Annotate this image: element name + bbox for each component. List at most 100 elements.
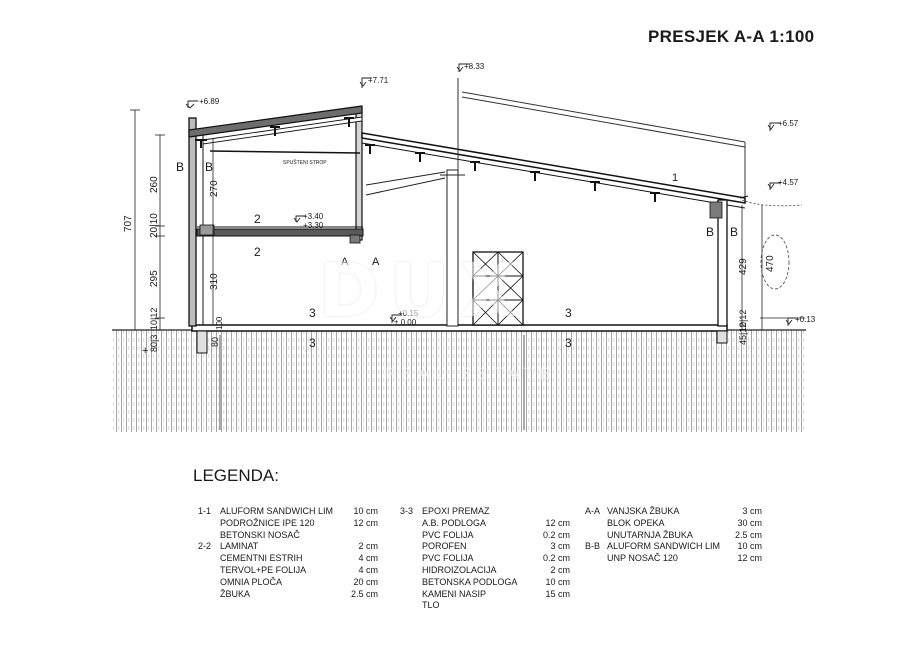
legend-code: 1-1	[198, 506, 212, 516]
legend-code	[400, 600, 422, 612]
legend-material: CEMENTNI ESTRIH	[220, 553, 303, 564]
elevation-labels: +6.89 +7.71 +8.33 +6.57 +4.57 +3.40 +3.3…	[199, 62, 816, 327]
legend-heading: LEGENDA:	[193, 466, 279, 485]
right-wall	[709, 195, 749, 327]
legend-thickness	[530, 506, 570, 518]
legend-code: 3-3	[400, 506, 414, 516]
legend-row: BETONSKI NOSAČ	[198, 530, 378, 542]
legend-group-1: 1-1 ALUFORM SANDWICH LIM 10 cm PODROŽNICE I…	[198, 506, 378, 600]
legend-thickness: 12 cm	[737, 553, 762, 564]
legend-material: EPOXI PREMAZ	[422, 506, 490, 516]
legend-thickness: 20 cm	[353, 576, 378, 587]
dim-270: 270	[209, 180, 220, 197]
watermark-brand: DUX	[318, 248, 527, 334]
legend-code	[400, 577, 422, 589]
legend-thickness: 2 cm	[358, 541, 378, 552]
dimension-labels: 707 260 20|10 295 10|12 80|3 270 310 80 …	[123, 176, 776, 357]
legend-thickness: 3 cm	[550, 541, 570, 552]
legend-material: PODROŽNICE IPE 120	[220, 517, 315, 528]
mark-3-below-left: 3	[309, 336, 316, 350]
mark-3-left: 3	[309, 306, 316, 320]
legend-material: HIDROIZOLACIJA	[422, 564, 497, 575]
legend-material: UNUTARNJA ŽBUKA	[607, 529, 693, 540]
legend-row: 3-3 EPOXI PREMAZ	[400, 506, 570, 518]
elev-top-left: +6.89	[199, 97, 220, 106]
legend-thickness: 30 cm	[737, 517, 762, 528]
legend-thickness	[530, 600, 570, 612]
legend-code	[585, 530, 607, 542]
legend-row: CEMENTNI ESTRIH 4 cm	[198, 553, 378, 565]
mark-3-below-right: 3	[565, 336, 572, 350]
legend-thickness: 12 cm	[545, 517, 570, 528]
legend-thickness: 4 cm	[358, 553, 378, 564]
elevation-markers	[185, 63, 798, 326]
legend-code	[400, 553, 422, 565]
legend-material: PVC FOLIJA	[422, 529, 474, 540]
legend-code: B-B	[585, 541, 601, 552]
elev-right-eave: +4.57	[778, 178, 799, 187]
legend-code	[198, 518, 220, 530]
legend-thickness	[338, 530, 378, 542]
legend-thickness: 0.2 cm	[542, 553, 570, 564]
dim-45-12: 45|12	[738, 323, 748, 345]
elev-floor-zero: ± 0.00	[394, 318, 417, 327]
legend-material: ŽBUKA	[220, 588, 251, 599]
legend-row: 1-1 ALUFORM SANDWICH LIM 10 cm	[198, 506, 378, 518]
legend-thickness: 12 cm	[353, 517, 378, 528]
suspended-ceiling	[209, 150, 361, 154]
legend-code	[585, 553, 607, 565]
legend-material: ALUFORM SANDWICH LIM	[220, 506, 334, 516]
dim-295: 295	[149, 270, 160, 287]
ground-floor-slab	[191, 324, 728, 354]
elev-floor-upper-2: +3.30	[303, 221, 324, 230]
legend-code	[400, 530, 422, 542]
legend-row: TLO	[400, 600, 570, 612]
elev-right-upper: +6.57	[778, 119, 799, 128]
drawing-title: PRESJEK A-A 1:100	[648, 27, 815, 46]
legend-thickness: 4 cm	[358, 564, 378, 575]
legend-row: UNUTARNJA ŽBUKA 2.5 cm	[585, 530, 762, 542]
legend-code	[400, 565, 422, 577]
legend-thickness: 15 cm	[545, 588, 570, 599]
legend-code	[400, 518, 422, 530]
mark-2-upper: 2	[254, 212, 261, 226]
mark-2-lower: 2	[254, 245, 261, 259]
legend-code	[198, 565, 220, 577]
legend-row: B-B ALUFORM SANDWICH LIM 10 cm	[585, 541, 762, 553]
legend-thickness: 10 cm	[353, 506, 378, 516]
mark-a-2: A	[372, 256, 380, 268]
legend-thickness: 3 cm	[742, 506, 762, 516]
legend-material: ALUFORM SANDWICH LIM	[607, 541, 721, 552]
legend-material: BETONSKA PODLOGA	[422, 576, 518, 587]
left-roof	[188, 105, 363, 148]
legend-code	[400, 589, 422, 601]
legend-thickness: 10 cm	[737, 541, 762, 552]
watermark-tagline: REAL ESTATE	[385, 364, 556, 383]
mark-b-left-2: B	[205, 160, 213, 174]
mark-b-left: B	[176, 160, 184, 174]
legend-thickness: 2 cm	[550, 564, 570, 575]
mark-3-right: 3	[565, 306, 572, 320]
legend-material: KAMENI NASIP	[422, 588, 487, 599]
mark-b-right-2: B	[730, 225, 738, 239]
legend-thickness: 2.5 cm	[734, 529, 762, 540]
legend-material: TLO	[422, 600, 440, 611]
elev-terrain: +0.13	[795, 315, 816, 324]
legend-material: A.B. PODLOGA	[422, 517, 487, 528]
mark-a-1: A	[341, 256, 349, 268]
legend-row: PODROŽNICE IPE 120 12 cm	[198, 518, 378, 530]
legend-code	[198, 589, 220, 601]
legend-code	[400, 541, 422, 553]
dim-20-10: 20|10	[149, 213, 160, 238]
